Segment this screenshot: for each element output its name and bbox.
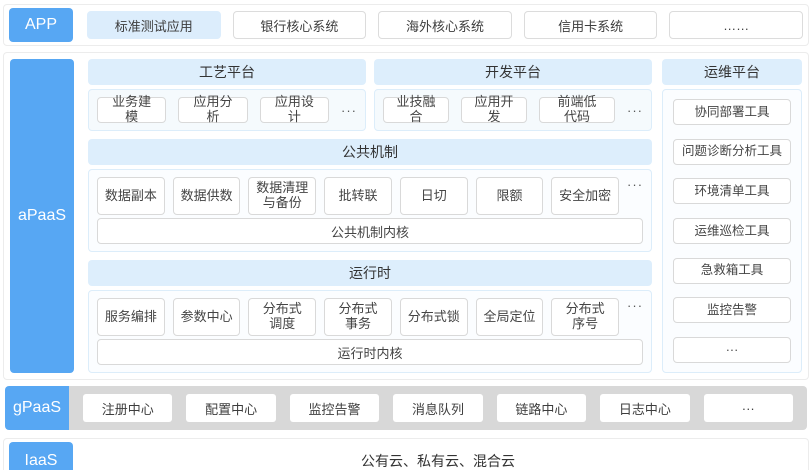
ops-item-inspection-tool: 运维巡检工具 [673,217,791,244]
iaas-layer-row: IaaS 公有云、私有云、混合云 [3,438,809,470]
platforms-row: 工艺平台 业务建模 应用分析 应用设计 ··· 开发平台 业技融合 应用开发 [88,59,652,131]
common-ellipsis: ··· [627,177,644,192]
gpaas-item-log-center: 日志中心 [600,394,690,422]
common-item-data-replica: 数据副本 [97,177,165,215]
runtime-item-distributed-sequence: 分布式 序号 [551,298,620,336]
gpaas-layer-row: gPaaS 注册中心 配置中心 监控告警 消息队列 链路中心 日志中心 ··· [3,386,809,430]
craft-platform-panel: 工艺平台 业务建模 应用分析 应用设计 ··· [88,59,366,131]
dev-platform-title: 开发平台 [374,59,652,85]
common-mechanism-title: 公共机制 [88,139,652,165]
app-item-more[interactable]: …… [669,11,803,39]
app-items: 标准测试应用 银行核心系统 海外核心系统 信用卡系统 …… [87,11,803,39]
craft-item-app-analysis: 应用分析 [178,94,248,124]
craft-platform-body: 业务建模 应用分析 应用设计 ··· [88,89,366,131]
common-item-data-cleanup-backup: 数据清理 与备份 [248,177,317,215]
layer-label-gpaas: gPaaS [5,386,69,430]
dev-ellipsis: ··· [627,102,643,118]
ops-item-problem-diagnosis-tool: 问题诊断分析工具 [673,138,791,165]
dev-platform-body: 业技融合 应用开发 前端低代码 ··· [374,89,652,131]
dev-item-app-development: 应用开发 [461,94,527,124]
runtime-title: 运行时 [88,260,652,286]
craft-item-business-modeling: 业务建模 [97,94,167,124]
common-item-quota: 限额 [475,177,544,215]
runtime-ellipsis: ··· [627,298,644,313]
ops-item-monitoring-alert: 监控告警 [673,297,791,324]
app-item-standard-test[interactable]: 标准测试应用 [87,11,221,39]
app-item-credit-card[interactable]: 信用卡系统 [523,11,658,39]
runtime-item-distributed-lock: 分布式锁 [399,298,468,336]
app-layer-row: APP 标准测试应用 银行核心系统 海外核心系统 信用卡系统 …… [3,4,809,46]
runtime-panel: 运行时 服务编排 参数中心 分布式 调度 分布式 事务 分布式锁 全局定位 分布… [88,260,652,373]
common-mechanism-items: 数据副本 数据供数 数据清理 与备份 批转联 日切 限额 安全加密 ··· [97,177,643,215]
craft-ellipsis: ··· [340,102,357,118]
apaas-left-column: 工艺平台 业务建模 应用分析 应用设计 ··· 开发平台 业技融合 应用开发 [88,59,652,373]
common-item-batch-transfer: 批转联 [324,177,392,215]
ops-platform-title: 运维平台 [662,59,802,85]
common-mechanism-body: 数据副本 数据供数 数据清理 与备份 批转联 日切 限额 安全加密 ··· 公共… [88,169,652,252]
layer-label-app: APP [9,8,73,42]
apaas-layer-section: aPaaS 工艺平台 业务建模 应用分析 应用设计 ··· 开发平台 [3,52,809,380]
ops-item-first-aid-kit-tool: 急救箱工具 [673,257,791,284]
runtime-item-global-positioning: 全局定位 [475,298,544,336]
ops-item-more: ··· [673,336,791,363]
runtime-item-distributed-transaction: 分布式 事务 [324,298,392,336]
app-item-bank-core[interactable]: 银行核心系统 [232,11,367,39]
runtime-item-distributed-scheduling: 分布式 调度 [248,298,317,336]
ops-platform-body: 协同部署工具 问题诊断分析工具 环境清单工具 运维巡检工具 急救箱工具 监控告警… [662,89,802,373]
ops-item-collab-deployment-tool: 协同部署工具 [673,99,791,125]
app-item-overseas-core[interactable]: 海外核心系统 [378,11,512,39]
runtime-item-service-orchestration: 服务编排 [97,298,165,336]
common-item-data-supply: 数据供数 [172,177,241,215]
runtime-item-parameter-center: 参数中心 [172,298,241,336]
gpaas-item-monitoring-alert: 监控告警 [289,394,380,422]
common-item-day-cut: 日切 [399,177,468,215]
ops-platform-panel: 运维平台 协同部署工具 问题诊断分析工具 环境清单工具 运维巡检工具 急救箱工具… [662,59,802,373]
dev-platform-panel: 开发平台 业技融合 应用开发 前端低代码 ··· [374,59,652,131]
gpaas-item-config-center: 配置中心 [186,394,276,422]
layer-label-apaas: aPaaS [10,59,74,373]
runtime-kernel: 运行时内核 [97,339,643,365]
gpaas-item-message-queue: 消息队列 [393,394,483,422]
gpaas-item-more: ··· [703,394,793,422]
gpaas-strip: 注册中心 配置中心 监控告警 消息队列 链路中心 日志中心 ··· [69,386,807,430]
dev-item-biz-tech-fusion: 业技融合 [383,94,449,124]
common-mechanism-panel: 公共机制 数据副本 数据供数 数据清理 与备份 批转联 日切 限额 安全加密 ·… [88,139,652,252]
layer-label-iaas: IaaS [9,442,73,470]
common-item-security-encryption: 安全加密 [551,177,620,215]
craft-item-app-design: 应用设计 [259,94,329,124]
gpaas-item-trace-center: 链路中心 [496,394,587,422]
ops-item-environment-inventory-tool: 环境清单工具 [673,178,791,205]
gpaas-item-registry-center: 注册中心 [83,394,173,422]
apaas-content: 工艺平台 业务建模 应用分析 应用设计 ··· 开发平台 业技融合 应用开发 [88,59,802,373]
runtime-body: 服务编排 参数中心 分布式 调度 分布式 事务 分布式锁 全局定位 分布式 序号… [88,290,652,373]
craft-platform-title: 工艺平台 [88,59,366,85]
common-mechanism-kernel: 公共机制内核 [97,218,643,244]
runtime-items: 服务编排 参数中心 分布式 调度 分布式 事务 分布式锁 全局定位 分布式 序号… [97,298,643,336]
dev-item-frontend-lowcode: 前端低代码 [539,94,615,124]
iaas-cloud-text: 公有云、私有云、混合云 [361,453,515,469]
